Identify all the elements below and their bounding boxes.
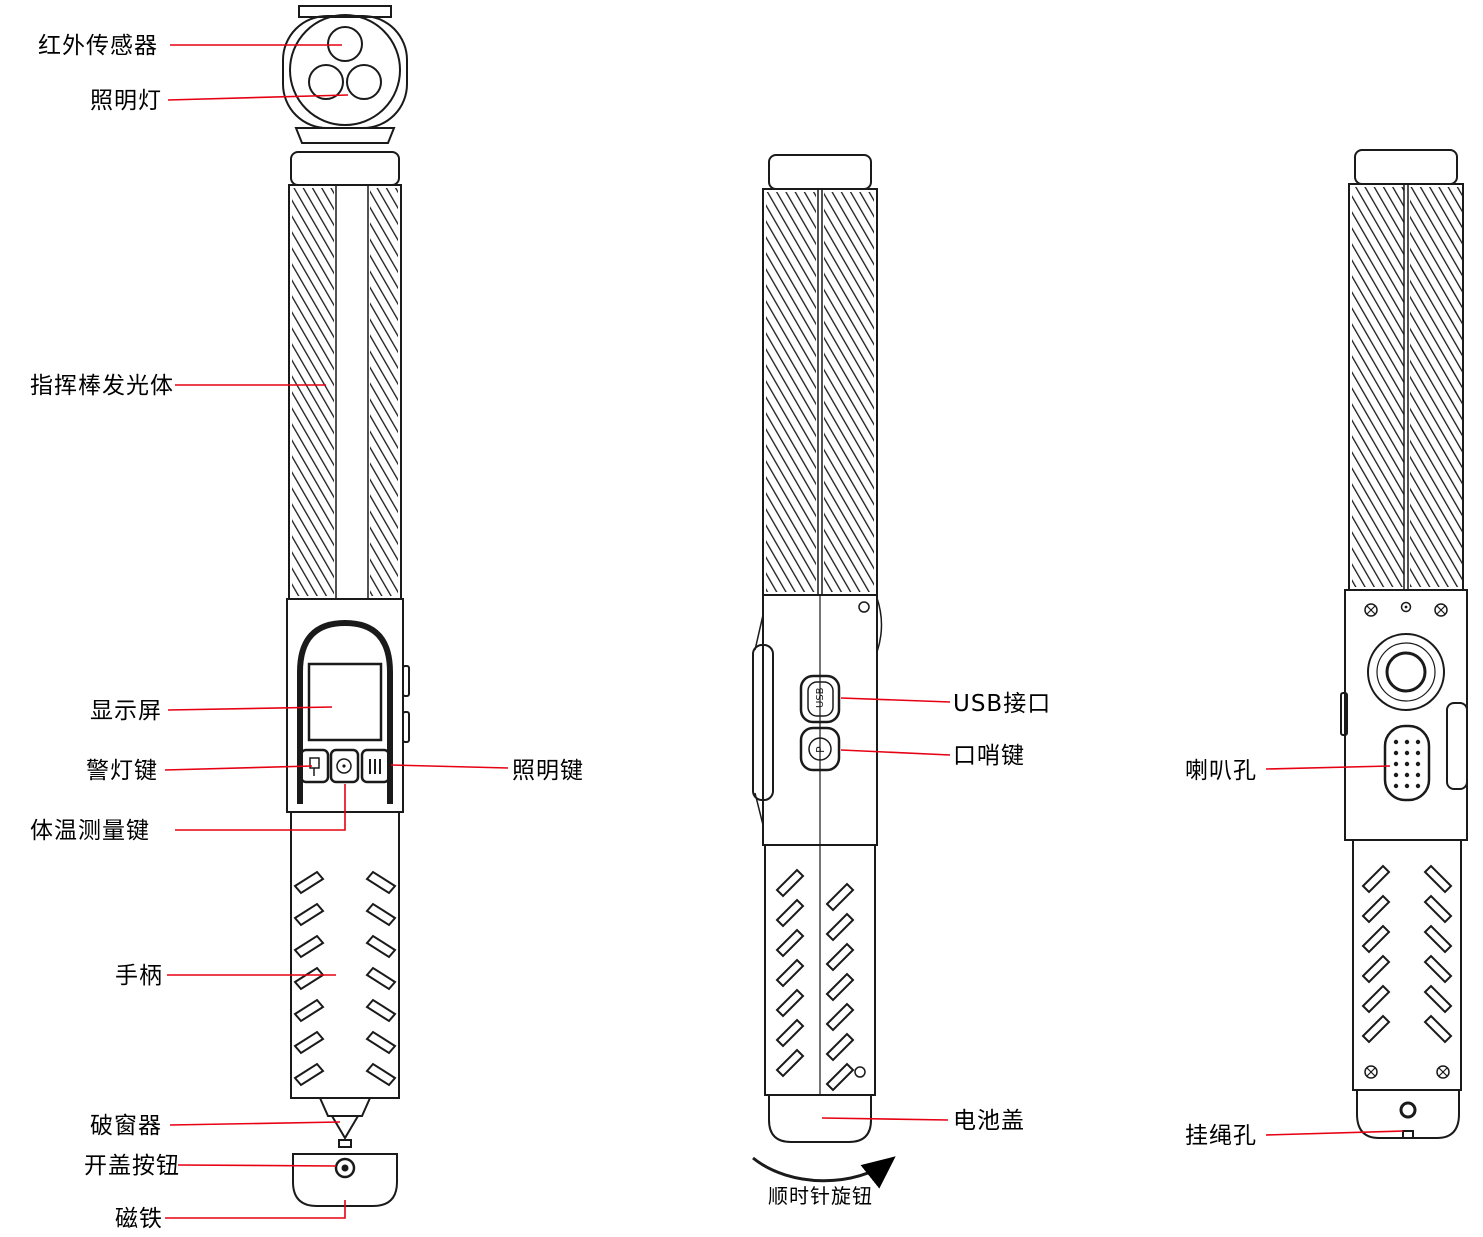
- bottom-cap: [293, 1154, 397, 1206]
- magnet: [341, 1164, 349, 1172]
- label-infrared-sensor: 红外传感器: [38, 33, 158, 59]
- leader-illumination-key: [391, 765, 508, 768]
- label-handle: 手柄: [115, 963, 163, 989]
- label-illumination-light: 照明灯: [90, 88, 162, 114]
- whistle-button-label: P: [814, 746, 827, 753]
- label-illumination-key: 照明键: [512, 758, 584, 784]
- label-speaker-holes: 喇叭孔: [1185, 758, 1257, 784]
- front-handle: [291, 812, 399, 1098]
- front-view-device: [283, 6, 409, 1206]
- leader-illumination-light: [168, 95, 348, 100]
- label-warning-light-key: 警灯键: [86, 758, 158, 784]
- leader-display-screen: [168, 707, 332, 710]
- label-usb-port: USB接口: [953, 691, 1052, 717]
- label-lanyard-hole: 挂绳孔: [1185, 1123, 1257, 1149]
- leader-lanyard: [1266, 1131, 1403, 1135]
- back-lens-outer: [1368, 634, 1444, 710]
- illumination-lamp-left: [309, 65, 343, 99]
- lanyard-hole: [1401, 1103, 1415, 1117]
- usb-port-button: USB: [801, 676, 839, 722]
- label-magnet: 磁铁: [115, 1206, 163, 1232]
- label-temp-measure-key: 体温测量键: [30, 818, 150, 844]
- speaker-grille: [1385, 726, 1429, 800]
- label-open-cover-button: 开盖按钮: [84, 1153, 180, 1179]
- leader-window-breaker: [170, 1122, 340, 1125]
- whistle-key-button: P: [801, 728, 839, 770]
- leader-usb: [841, 698, 950, 702]
- front-display-section: [287, 599, 409, 812]
- temp-measure-key: [331, 750, 358, 782]
- back-bottom-cap: [1357, 1090, 1459, 1138]
- head-lens-ring: [290, 15, 400, 125]
- leader-magnet: [165, 1200, 345, 1218]
- infrared-sensor: [328, 27, 362, 61]
- window-breaker: [320, 1098, 370, 1147]
- clockwise-arrow: [753, 1156, 896, 1189]
- leader-temp-key: [175, 784, 345, 830]
- leader-whistle: [841, 750, 950, 755]
- usb-button-label: USB: [815, 687, 826, 708]
- illumination-key: [362, 750, 389, 782]
- illumination-lamp-right: [347, 65, 381, 99]
- front-glow-tube: [289, 152, 401, 599]
- back-handle: [1353, 840, 1461, 1090]
- label-whistle-key: 口哨键: [953, 743, 1025, 769]
- leader-warning-key: [165, 766, 312, 770]
- side-glow-tube: [763, 155, 877, 595]
- back-head-section: [1341, 590, 1467, 840]
- battery-cover: [769, 1095, 871, 1142]
- leader-battery: [822, 1118, 948, 1120]
- leader-lines: [165, 45, 1403, 1218]
- back-glow-tube: [1349, 150, 1463, 590]
- front-head: [283, 6, 407, 143]
- label-window-breaker: 破窗器: [90, 1113, 162, 1139]
- label-display-screen: 显示屏: [90, 698, 162, 724]
- leader-speaker: [1266, 766, 1390, 769]
- side-view-device: USB P: [753, 155, 896, 1189]
- label-battery-cover: 电池盖: [953, 1108, 1025, 1134]
- label-clockwise-knob: 顺时针旋钮: [768, 1184, 873, 1208]
- leader-open-cover: [178, 1165, 336, 1166]
- back-view-device: [1341, 150, 1467, 1138]
- side-handle: [765, 845, 875, 1095]
- open-cover-button: [336, 1159, 354, 1177]
- display-screen: [309, 664, 381, 740]
- label-baton-glow-body: 指挥棒发光体: [30, 373, 174, 399]
